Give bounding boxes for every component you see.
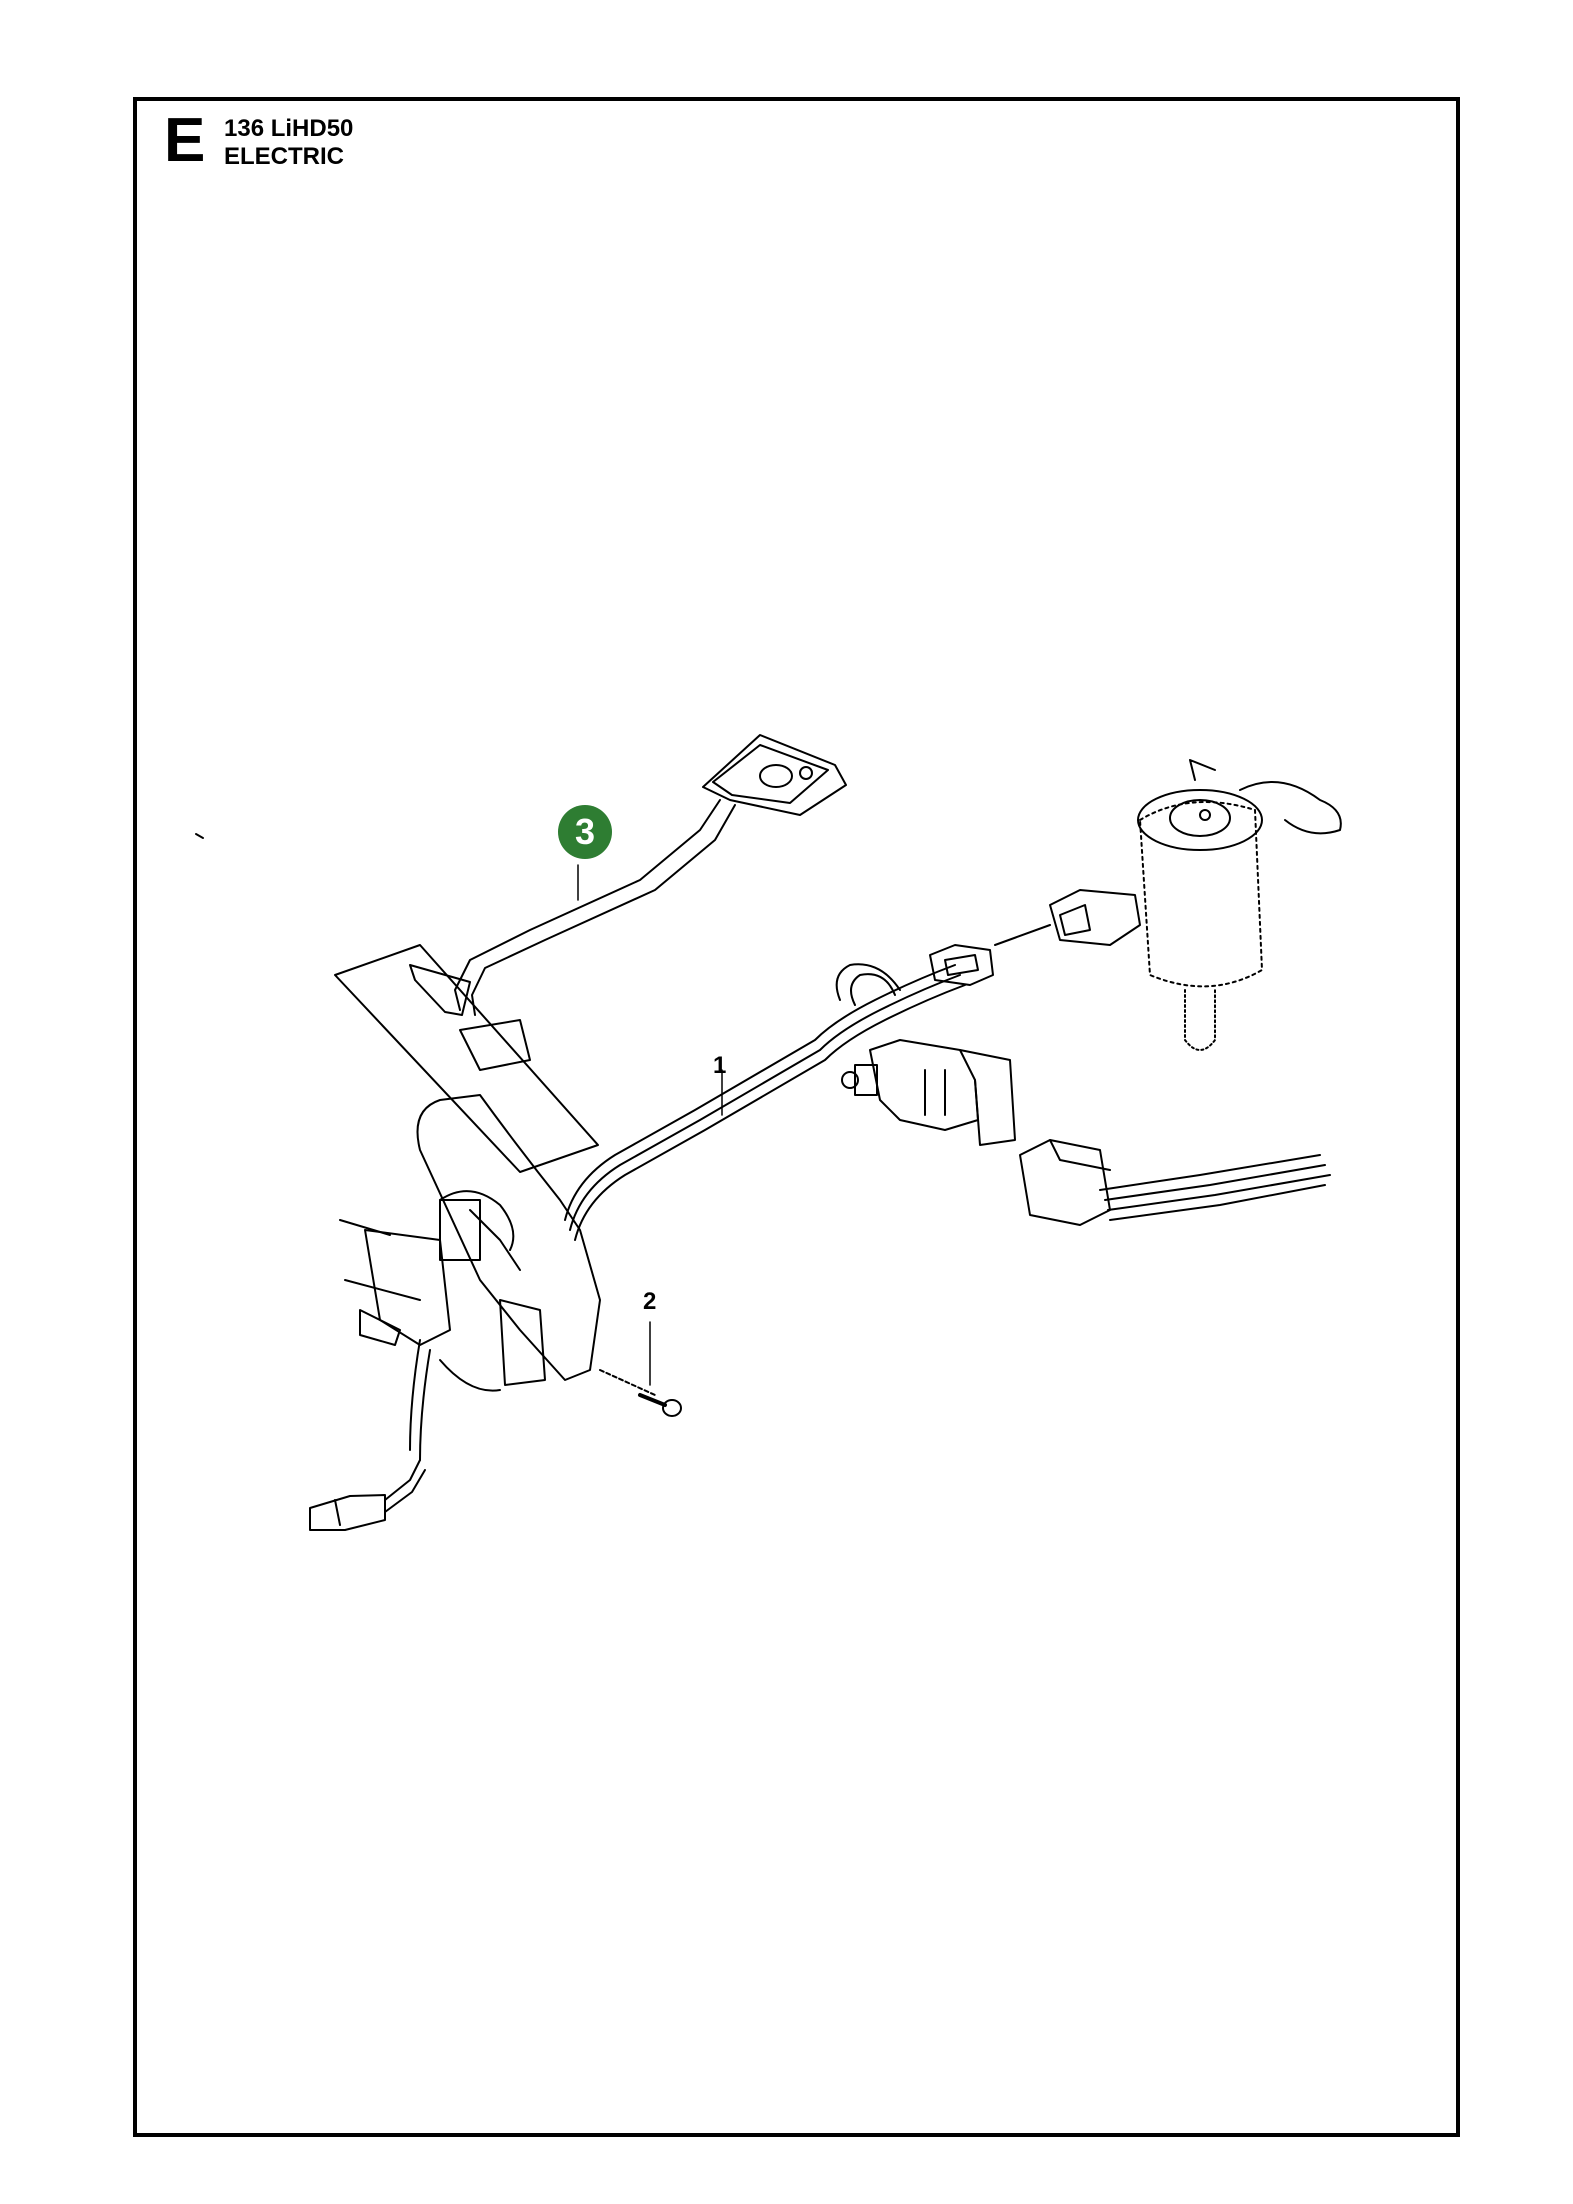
model-title: 136 LiHD50 <box>224 115 354 142</box>
section-title: ELECTRIC <box>224 143 344 170</box>
control-panel-part[interactable] <box>334 734 847 1173</box>
right-connector[interactable] <box>1019 1139 1331 1226</box>
page-frame <box>133 97 1460 2137</box>
wiring-harness[interactable] <box>564 963 966 1241</box>
callout-1[interactable]: 1 <box>713 1052 727 1079</box>
callout-2[interactable]: 2 <box>643 1288 657 1315</box>
harness-plug[interactable] <box>929 944 994 986</box>
callout-3-badge[interactable]: 3 <box>558 805 612 859</box>
lower-plug[interactable] <box>309 1459 426 1531</box>
battery-terminal[interactable] <box>339 1019 601 1461</box>
screw-part[interactable] <box>599 1369 682 1417</box>
section-letter: E <box>164 106 206 175</box>
switch-block[interactable] <box>841 1039 1016 1146</box>
motor-connector[interactable] <box>994 889 1141 946</box>
motor-part[interactable] <box>1137 759 1342 1051</box>
